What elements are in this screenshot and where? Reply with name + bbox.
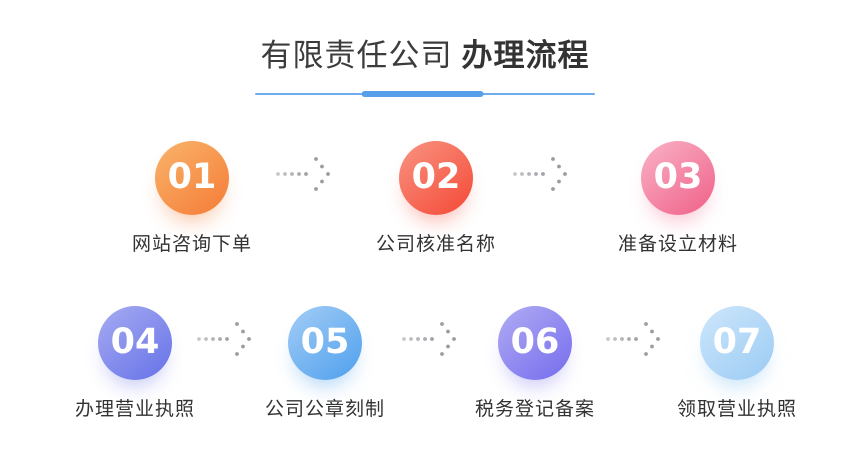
step-05-number: 05 <box>300 322 350 362</box>
dotted-arrow-icon <box>197 322 251 356</box>
step-06-number: 06 <box>510 322 560 362</box>
dotted-arrow-icon <box>606 322 660 356</box>
step-07: 07 领取营业执照 <box>677 306 797 421</box>
step-06-label: 税务登记备案 <box>474 399 596 420</box>
step-01-label: 网站咨询下单 <box>131 234 253 255</box>
step-02-label: 公司核准名称 <box>375 234 497 255</box>
title-regular: 有限责任公司 <box>260 38 453 73</box>
dotted-arrow-icon <box>402 322 456 356</box>
title-underline-thick-bar <box>361 91 484 97</box>
step-01: 01 网站咨询下单 <box>132 141 252 256</box>
step-05: 05 公司公章刻制 <box>265 306 385 421</box>
title-bold: 办理流程 <box>461 38 590 73</box>
step-04: 04 办理营业执照 <box>75 306 195 421</box>
step-06: 06 税务登记备案 <box>475 306 595 421</box>
step-04-label: 办理营业执照 <box>74 399 196 420</box>
step-04-circle: 04 <box>97 306 172 380</box>
step-04-number: 04 <box>110 322 160 362</box>
step-05-label: 公司公章刻制 <box>264 399 386 420</box>
step-02: 02 公司核准名称 <box>376 141 496 256</box>
step-02-circle: 02 <box>398 141 473 215</box>
step-03-number: 03 <box>653 157 703 197</box>
step-05-circle: 05 <box>287 306 362 380</box>
dotted-arrow-icon <box>276 157 330 191</box>
step-03-circle: 03 <box>640 141 715 215</box>
step-03-label: 准备设立材料 <box>617 234 739 255</box>
step-06-circle: 06 <box>497 306 572 380</box>
step-07-number: 07 <box>712 322 762 362</box>
step-02-number: 02 <box>411 157 461 197</box>
step-01-number: 01 <box>167 157 217 197</box>
step-07-circle: 07 <box>699 306 774 380</box>
dotted-arrow-icon <box>513 157 567 191</box>
step-07-label: 领取营业执照 <box>676 399 798 420</box>
title-underline <box>255 90 595 98</box>
step-01-circle: 01 <box>154 141 229 215</box>
step-03: 03 准备设立材料 <box>618 141 738 256</box>
page-title: 有限责任公司办理流程 <box>0 36 850 76</box>
